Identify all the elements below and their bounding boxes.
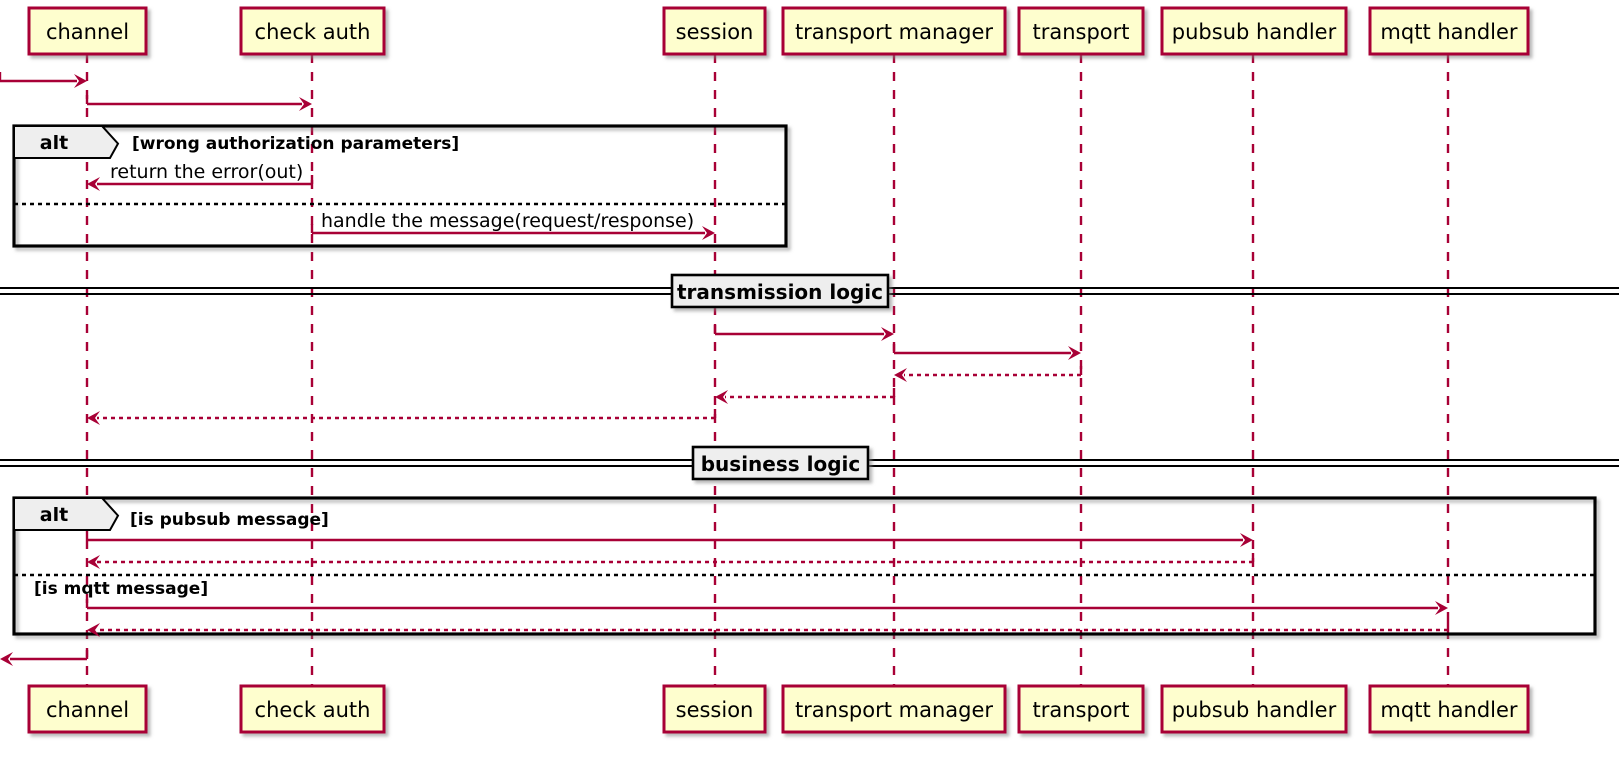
message-m2: [85, 95, 312, 111]
participant-head-pubsub_handler[interactable]: pubsub handler: [1160, 6, 1348, 56]
participant-box[interactable]: [239, 684, 386, 734]
message-arrowhead: [1435, 601, 1448, 615]
participant-label: mqtt handler: [1380, 698, 1518, 722]
message-m8: [715, 388, 896, 404]
participant-foot-channel[interactable]: channel: [27, 684, 148, 734]
participant-label: pubsub handler: [1172, 698, 1337, 722]
divider-div2: business logic: [0, 445, 1619, 481]
fragment-border: [12, 124, 788, 248]
participant-head-session[interactable]: session: [662, 6, 767, 56]
participant-box[interactable]: [1368, 6, 1530, 56]
participant-head-mqtt_handler[interactable]: mqtt handler: [1368, 6, 1530, 56]
participant-head-channel[interactable]: channel: [27, 6, 148, 56]
participant-label: transport: [1032, 698, 1129, 722]
participant-box[interactable]: [27, 6, 148, 56]
participant-label: session: [676, 20, 754, 44]
fragment-guard: [wrong authorization parameters]: [132, 134, 459, 154]
divider-box: [670, 273, 890, 309]
message-label: handle the message(request/response): [321, 210, 694, 232]
message-m7: [894, 366, 1083, 382]
fragment-keyword: alt: [40, 504, 68, 526]
participant-label: channel: [46, 698, 129, 722]
message-arrowhead: [299, 97, 312, 111]
participant-box[interactable]: [1017, 6, 1145, 56]
participant-label: transport: [1032, 20, 1129, 44]
message-m5: [713, 325, 894, 341]
messages-group: return the error(out) handle the message(…: [0, 72, 1450, 666]
participant-label: transport manager: [795, 698, 993, 722]
divider-box: [691, 445, 870, 481]
participant-box[interactable]: [781, 6, 1007, 56]
message-m4: handle the message(request/response): [310, 210, 715, 240]
message-label: return the error(out): [110, 161, 303, 183]
message-m11: [87, 553, 1255, 569]
message-arrowhead: [715, 390, 728, 404]
participant-box[interactable]: [1160, 684, 1348, 734]
message-m1: [0, 72, 87, 88]
fragment-border: [12, 496, 1597, 636]
fragment-keyword: alt: [40, 132, 68, 154]
divider-label: transmission logic: [677, 280, 883, 304]
message-m14: [0, 650, 89, 666]
participants-group: channel check auth session transport manage…: [27, 6, 1530, 734]
participant-foot-transport_manager[interactable]: transport manager: [781, 684, 1007, 734]
participant-box[interactable]: [1160, 6, 1348, 56]
message-arrowhead: [74, 74, 87, 88]
participant-box[interactable]: [781, 684, 1007, 734]
message-arrowhead: [881, 327, 894, 341]
participant-box[interactable]: [1017, 684, 1145, 734]
message-arrowhead: [1068, 346, 1081, 360]
message-arrowhead: [87, 177, 100, 191]
message-m10: [85, 531, 1253, 547]
participant-head-check_auth[interactable]: check auth: [239, 6, 386, 56]
message-m6: [892, 344, 1081, 360]
participant-box[interactable]: [662, 6, 767, 56]
fragments-group: alt [wrong authorization parameters] alt [i…: [12, 124, 1597, 636]
fragment-alt1: alt [wrong authorization parameters]: [12, 124, 788, 248]
message-arrowhead: [0, 652, 13, 666]
lifelines-group: [85, 54, 1450, 686]
participant-box[interactable]: [662, 684, 767, 734]
participant-label: mqtt handler: [1380, 20, 1518, 44]
participant-foot-mqtt_handler[interactable]: mqtt handler: [1368, 684, 1530, 734]
divider-label: business logic: [701, 452, 861, 476]
message-m3: return the error(out): [87, 161, 314, 191]
message-m13: [87, 621, 1450, 637]
fragment-alt2: alt [is pubsub message] [is mqtt message]: [12, 496, 1597, 636]
participant-box[interactable]: [239, 6, 386, 56]
message-arrowhead: [87, 555, 100, 569]
participant-label: channel: [46, 20, 129, 44]
participant-foot-session[interactable]: session: [662, 684, 767, 734]
participant-foot-check_auth[interactable]: check auth: [239, 684, 386, 734]
participant-label: pubsub handler: [1172, 20, 1337, 44]
divider-div1: transmission logic: [0, 273, 1619, 309]
fragment-keyword-tab: [13, 497, 120, 531]
participant-label: check auth: [255, 698, 371, 722]
participant-head-transport_manager[interactable]: transport manager: [781, 6, 1007, 56]
participant-box[interactable]: [27, 684, 148, 734]
participant-label: session: [676, 698, 754, 722]
message-m12: [85, 599, 1448, 615]
message-arrowhead: [87, 411, 100, 425]
participant-label: check auth: [255, 20, 371, 44]
message-arrowhead: [702, 226, 715, 240]
message-arrowhead: [1240, 533, 1253, 547]
participant-head-transport[interactable]: transport: [1017, 6, 1145, 56]
participant-box[interactable]: [1368, 684, 1530, 734]
dividers-group: transmission logic business logic: [0, 273, 1619, 481]
message-arrowhead: [87, 623, 100, 637]
participant-label: transport manager: [795, 20, 993, 44]
fragment-else-guard: [is mqtt message]: [34, 579, 208, 599]
participant-foot-pubsub_handler[interactable]: pubsub handler: [1160, 684, 1348, 734]
message-arrowhead: [894, 368, 907, 382]
message-m9: [87, 409, 717, 425]
fragment-guard: [is pubsub message]: [130, 510, 329, 530]
participant-foot-transport[interactable]: transport: [1017, 684, 1145, 734]
fragment-keyword-tab: [13, 125, 120, 159]
